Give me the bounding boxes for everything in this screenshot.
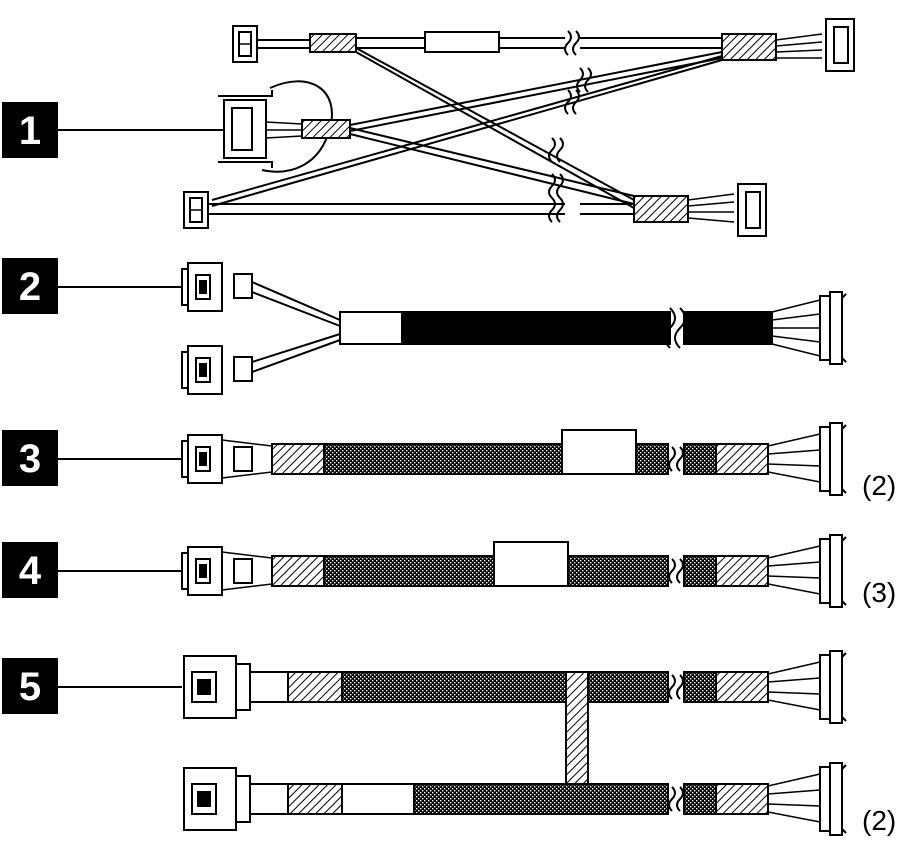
callout-2: 2 <box>2 258 58 314</box>
power-cable-icon <box>183 18 855 237</box>
callout-3: 3 <box>2 430 58 486</box>
quantity-label-4: (3) <box>862 577 896 608</box>
callout-5: 5 <box>2 658 58 714</box>
svg-text:5: 5 <box>19 665 41 709</box>
sas-cable-icon <box>181 422 847 496</box>
callout-1: 1 <box>2 102 58 158</box>
svg-text:4: 4 <box>19 549 42 593</box>
svg-text:1: 1 <box>19 109 41 153</box>
svg-text:3: 3 <box>19 437 41 481</box>
sas-cable-icon <box>181 534 847 608</box>
svg-text:2: 2 <box>19 265 41 309</box>
quantity-label-3: (2) <box>862 470 896 501</box>
sas-cable-icon <box>183 650 847 836</box>
quantity-label-5: (2) <box>862 805 896 836</box>
sideband-cable-icon <box>181 262 847 395</box>
callout-4: 4 <box>2 542 58 598</box>
